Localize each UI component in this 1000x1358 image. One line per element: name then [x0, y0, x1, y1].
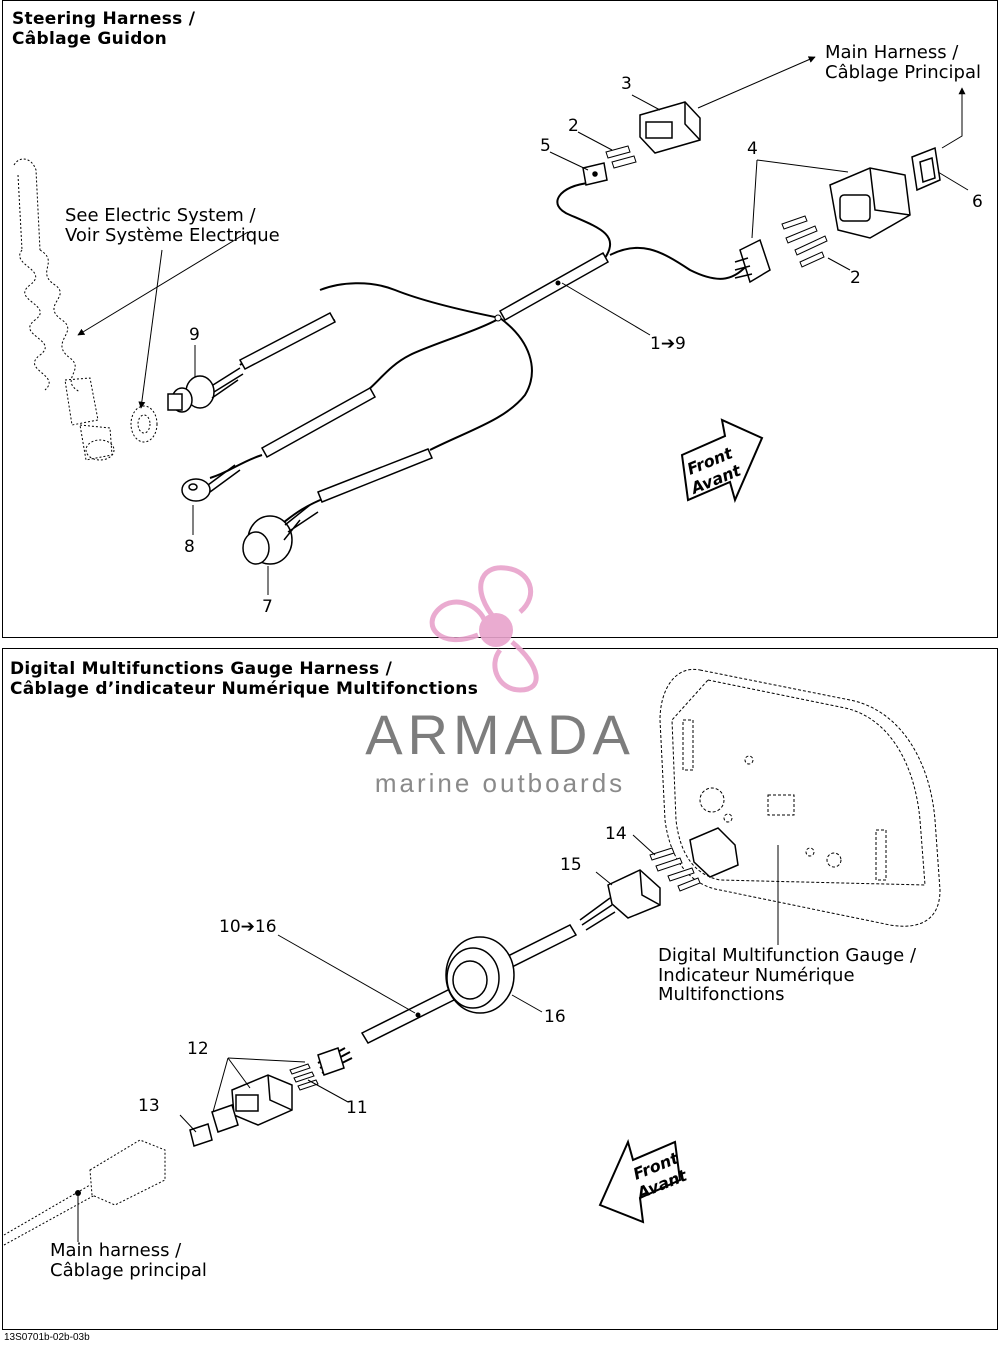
steering-column-drawing — [13, 158, 115, 461]
top-leader-lines — [77, 56, 969, 595]
callout-13: 13 — [138, 1096, 160, 1116]
callout-3: 3 — [621, 74, 632, 94]
gauge-harness-sleeve — [360, 924, 578, 1044]
callout-2: 2 — [568, 116, 579, 136]
steering-harness-title-fr: Câblage Guidon — [12, 29, 168, 49]
part-5-plug — [582, 162, 608, 186]
gauge-label-fr: Indicateur Numérique — [658, 965, 855, 986]
main-harness-bottom-label-fr: Câblage principal — [50, 1260, 207, 1281]
gauge-harness-title: Digital Multifunctions Gauge Harness / — [10, 659, 393, 679]
front-arrow-top: Front Avant — [680, 418, 764, 503]
callout-16: 16 — [544, 1007, 566, 1027]
switch-part-8 — [181, 464, 241, 502]
gauge-label-fr-2: Multifonctions — [658, 984, 785, 1005]
callout-4: 4 — [747, 139, 758, 159]
sensor-part-9 — [167, 367, 244, 413]
see-electric-label: See Electric System / — [65, 205, 256, 226]
callout-7: 7 — [262, 597, 273, 617]
part-13-lock — [189, 1123, 213, 1147]
connector-part-15 — [579, 869, 661, 931]
harness-sleeves — [238, 251, 610, 503]
callout-5: 5 — [540, 136, 551, 156]
main-harness-bottom-label: Main harness / — [50, 1240, 182, 1261]
sensor-part-7 — [242, 504, 319, 565]
connector-part-12 — [211, 1074, 293, 1133]
gauge-label: Digital Multifunction Gauge / — [658, 945, 917, 966]
steering-harness-wires — [209, 182, 751, 526]
callout-14: 14 — [605, 824, 627, 844]
main-harness-connector — [3, 1139, 166, 1246]
multifunction-gauge-drawing — [659, 668, 941, 927]
callout-1-to-9: 1➔9 — [650, 334, 686, 354]
connector-part-4 — [734, 167, 911, 284]
callout-9: 9 — [189, 325, 200, 345]
main-harness-label-fr: Câblage Principal — [825, 62, 981, 83]
callout-11: 11 — [346, 1098, 368, 1118]
part-6-lock — [911, 146, 941, 192]
gauge-harness-title-fr: Câblage d’indicateur Numérique Multifonc… — [10, 679, 479, 699]
part-2-terminals-right — [781, 215, 828, 268]
callout-10-to-16: 10➔16 — [219, 917, 277, 937]
callout-8: 8 — [184, 537, 195, 557]
connector-part-3 — [639, 101, 701, 154]
callout-2: 2 — [850, 268, 861, 288]
watermark-tagline: marine outboards — [374, 768, 626, 798]
gauge-harness-panel — [2, 648, 998, 1330]
harness-junction-dot — [555, 280, 561, 286]
callout-12: 12 — [187, 1039, 209, 1059]
connector-part-11 — [317, 1047, 345, 1076]
figure-code: 13S0701b-02b-03b — [4, 1332, 90, 1343]
watermark-brand-name: ARMADA — [365, 703, 635, 766]
callout-15: 15 — [560, 855, 582, 875]
callout-6: 6 — [972, 192, 983, 212]
part-12-terminals — [289, 1063, 319, 1091]
part-2-terminals-top — [605, 145, 637, 169]
bottom-leader-lines — [77, 834, 779, 1242]
see-electric-label-fr: Voir Système Electrique — [65, 225, 280, 246]
front-arrow-bottom: Front Avant — [598, 1139, 691, 1224]
grommet-part-16 — [445, 936, 515, 1014]
gauge-socket — [689, 827, 739, 878]
steering-harness-title: Steering Harness / — [12, 9, 196, 29]
armada-logo-icon — [429, 565, 539, 693]
part-14-terminals — [649, 847, 701, 892]
grommet-part — [130, 405, 158, 443]
main-harness-label: Main Harness / — [825, 42, 959, 63]
